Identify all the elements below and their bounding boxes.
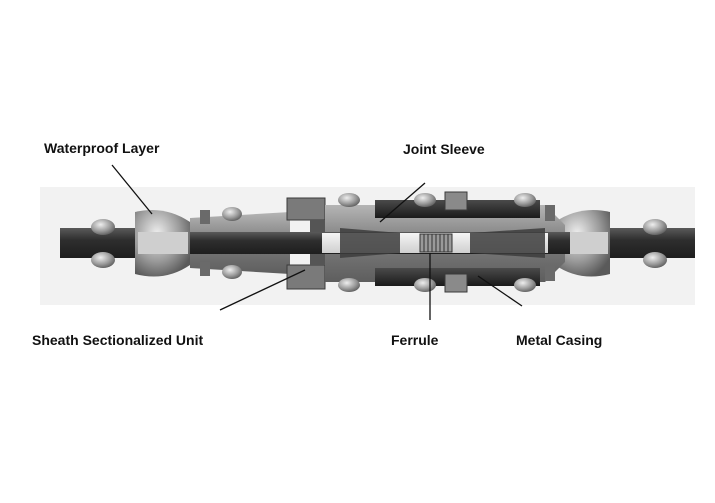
ferrule bbox=[419, 233, 453, 253]
label-waterproof-layer: Waterproof Layer bbox=[44, 140, 160, 156]
leader-sheath-sectionalized-unit bbox=[219, 269, 306, 311]
left-waterproof-layer bbox=[91, 209, 190, 277]
stress-cone-left bbox=[340, 228, 400, 258]
label-metal-casing: Metal Casing bbox=[516, 332, 603, 348]
leader-lines bbox=[111, 164, 523, 320]
stress-cone-right bbox=[470, 228, 545, 258]
label-joint-sleeve: Joint Sleeve bbox=[403, 141, 485, 157]
leader-metal-casing bbox=[477, 275, 523, 307]
right-waterproof-layer bbox=[555, 209, 667, 277]
leader-waterproof-layer bbox=[111, 164, 153, 215]
label-sheath-sectionalized-unit: Sheath Sectionalized Unit bbox=[32, 332, 204, 348]
label-ferrule: Ferrule bbox=[391, 332, 439, 348]
right-sleeve bbox=[545, 205, 555, 281]
leader-joint-sleeve bbox=[379, 182, 426, 223]
